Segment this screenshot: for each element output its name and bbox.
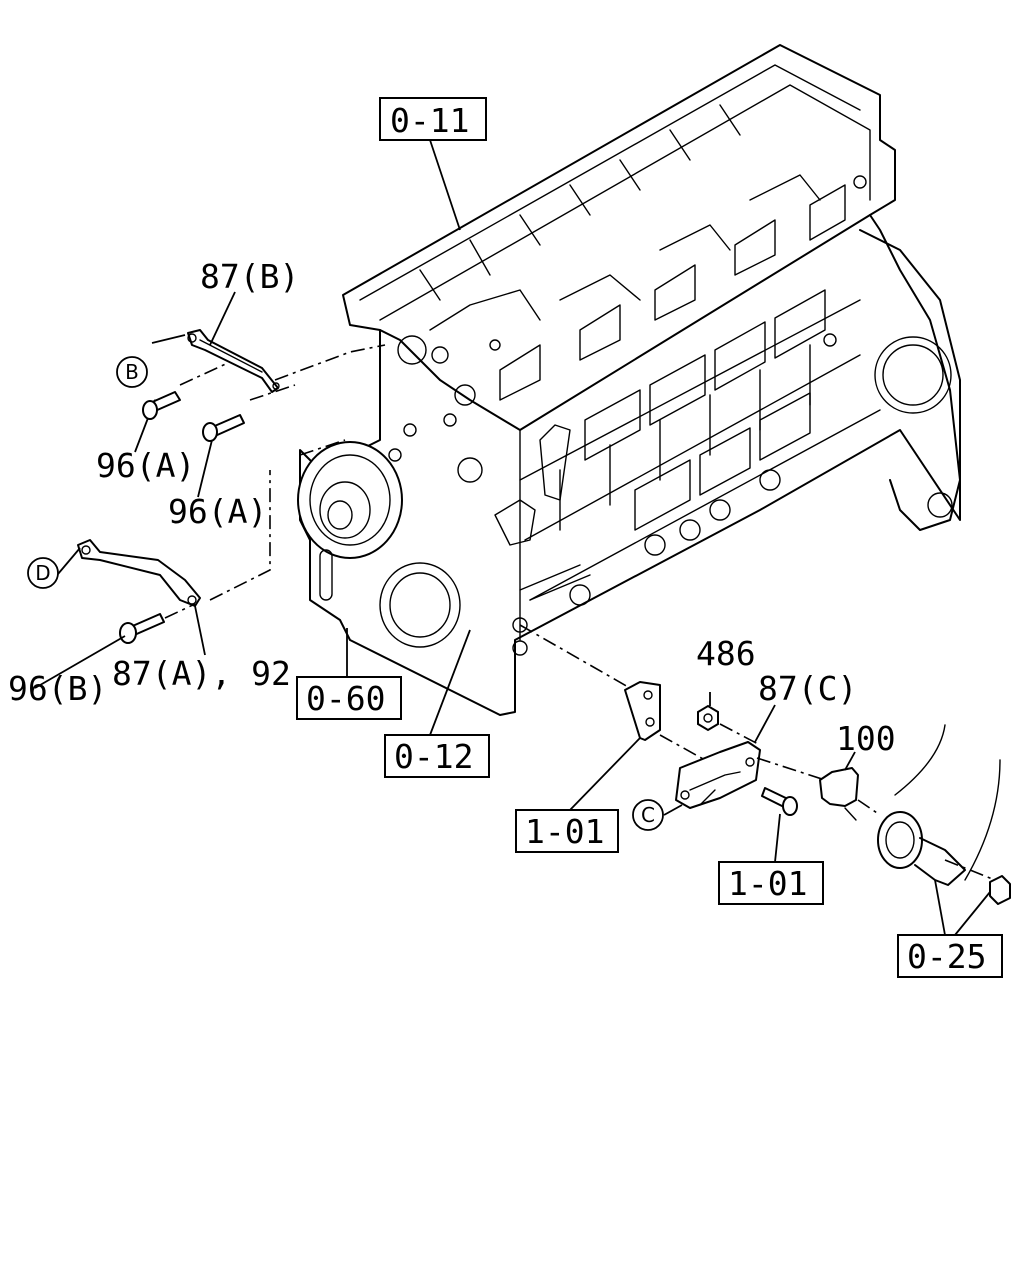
callout-box-1-01-a: 1-01 [515, 809, 619, 853]
part-label-486: 486 [696, 634, 756, 673]
engine-block-illustration [297, 44, 961, 716]
circled-letter-c-text: C [641, 803, 655, 827]
part-label-87a-92: 87(A), 92 [112, 654, 291, 693]
callout-box-0-25: 0-25 [897, 934, 1003, 978]
callout-0-12-text: 0-12 [394, 737, 473, 776]
callout-box-0-11: 0-11 [379, 97, 487, 141]
circled-letter-d: D [27, 557, 59, 589]
leader-lines [34, 139, 991, 936]
circled-letter-d-text: D [35, 561, 50, 585]
callout-1-01-b-text: 1-01 [728, 864, 807, 903]
part-label-87c: 87(C) [758, 669, 857, 708]
center-lines [164, 344, 996, 881]
circled-letter-c: C [632, 799, 664, 831]
part-label-96b: 96(B) [8, 669, 107, 708]
callout-0-60-text: 0-60 [306, 679, 385, 718]
part-label-100: 100 [836, 719, 896, 758]
callout-1-01-a-text: 1-01 [525, 812, 604, 851]
part-label-96a-1: 96(A) [96, 446, 195, 485]
callout-0-11-text: 0-11 [390, 101, 469, 140]
sensor-bracket-assembly [624, 681, 1011, 905]
callout-box-0-12: 0-12 [384, 734, 490, 778]
part-label-96a-2: 96(A) [168, 492, 267, 531]
circled-letter-b-text: B [125, 360, 139, 384]
callout-box-1-01-b: 1-01 [718, 861, 824, 905]
part-label-87b: 87(B) [200, 257, 299, 296]
bracket-87a-assembly [77, 539, 201, 644]
callout-0-25-text: 0-25 [907, 937, 986, 976]
callout-box-0-60: 0-60 [296, 676, 402, 720]
circled-letter-b: B [116, 356, 148, 388]
bracket-87b-assembly [142, 329, 280, 442]
